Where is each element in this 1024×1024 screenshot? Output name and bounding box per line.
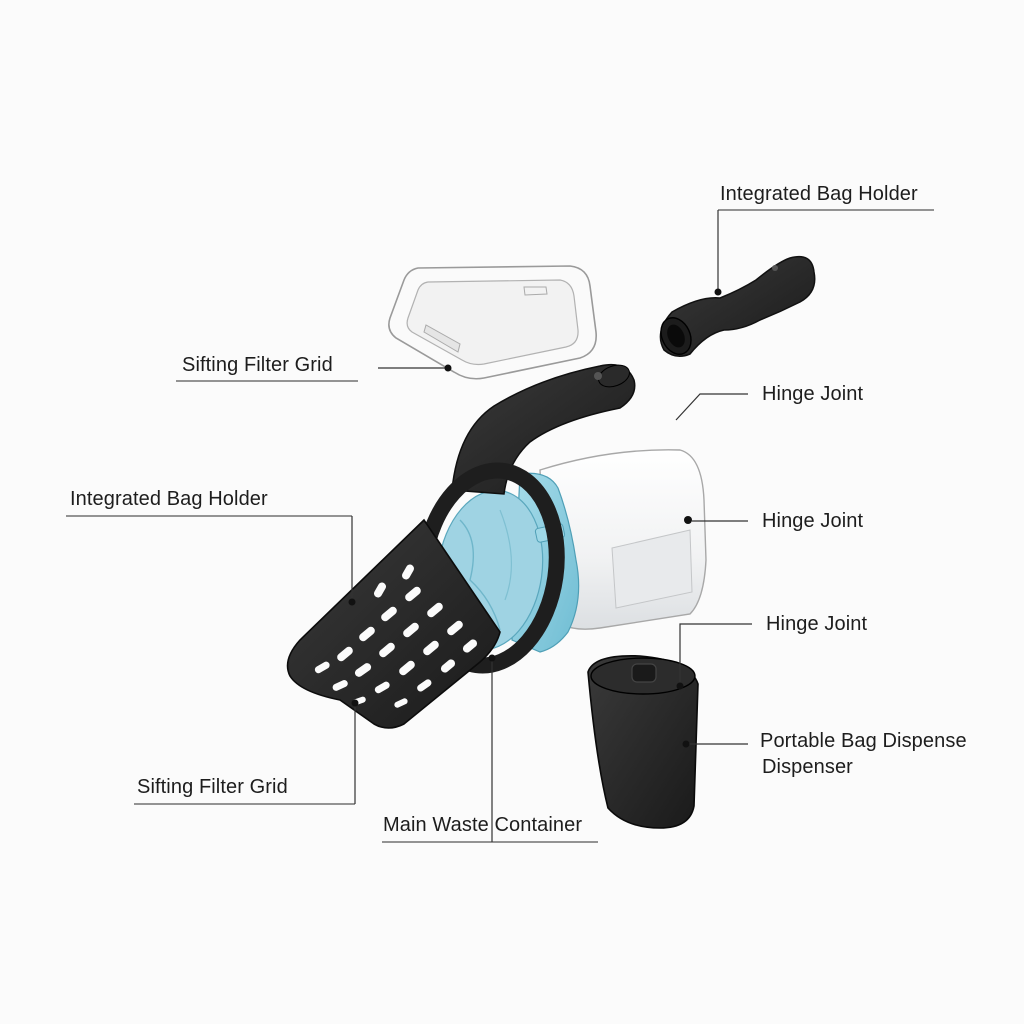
bag-dispenser-part [587, 655, 699, 829]
label-main-waste-container: Main Waste Container [383, 814, 583, 836]
label-hinge-joint-2: Hinge Joint [762, 510, 864, 532]
label-integrated-bag-holder-left: Integrated Bag Holder [70, 488, 268, 510]
label-sifting-filter-grid-bottom: Sifting Filter Grid [137, 776, 288, 798]
label-sifting-filter-grid-top: Sifting Filter Grid [182, 354, 333, 376]
label-dispenser-line2: Dispenser [762, 756, 853, 778]
main-body-part [539, 449, 707, 630]
scoop-part [286, 518, 501, 729]
label-hinge-joint-3: Hinge Joint [766, 613, 868, 635]
label-dispenser-line1: Portable Bag Dispense [760, 730, 967, 752]
leader-lines [66, 209, 934, 843]
grip-handle-part [659, 255, 816, 357]
filter-lid-part [388, 265, 597, 380]
label-hinge-joint-1: Hinge Joint [762, 383, 864, 405]
label-integrated-bag-holder-top: Integrated Bag Holder [720, 183, 918, 205]
